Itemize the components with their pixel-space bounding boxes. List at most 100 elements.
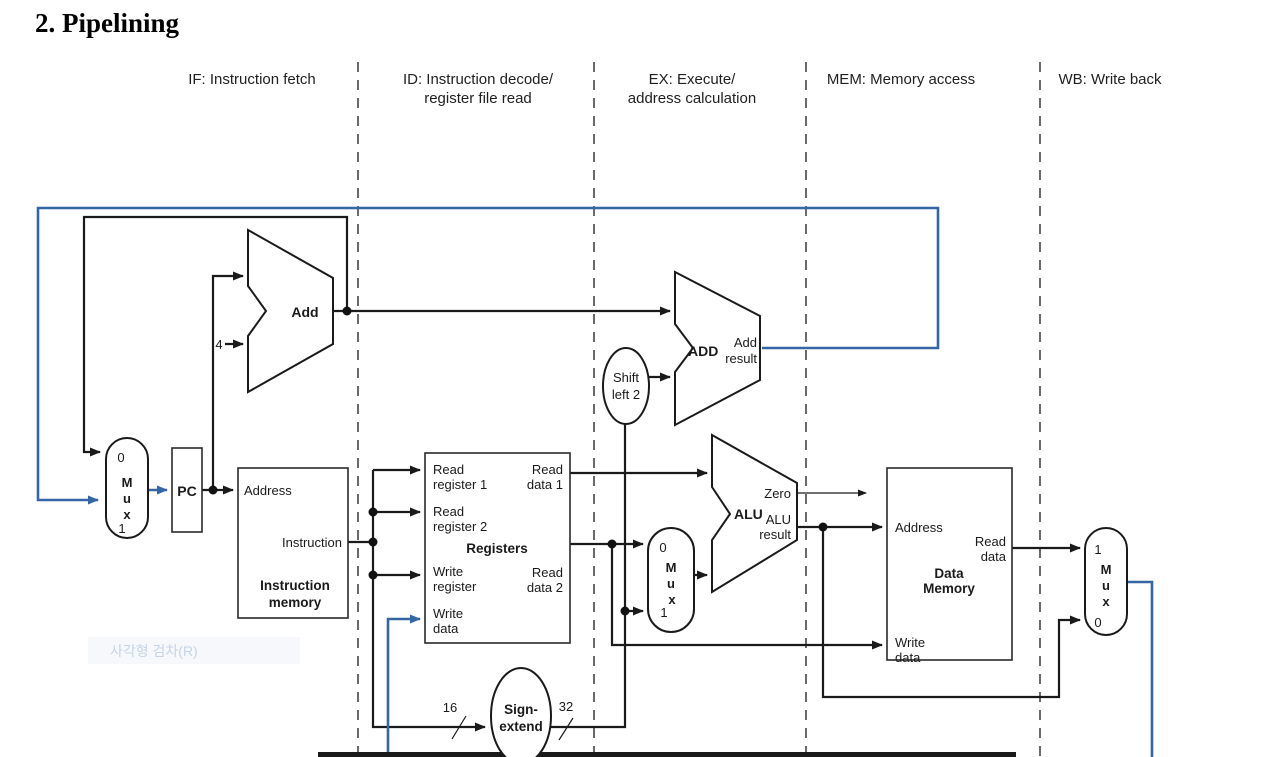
stage-label-mem: MEM: Memory access <box>827 71 975 88</box>
if-adder: Add 4 <box>215 228 334 394</box>
pc-src-mux: 0 M u x 1 <box>105 437 149 539</box>
bottom-edge-bar <box>318 752 1016 757</box>
alu-result-label2: result <box>759 527 791 542</box>
data-memory: Address Read data Data Memory Write data <box>886 467 1013 665</box>
dmem-write-data-line1: Write <box>895 635 925 650</box>
alu-src-mux-letter-u: u <box>667 576 675 591</box>
wire-pc-plus4-feedback <box>82 215 349 457</box>
wb-mux-letter-u: u <box>1102 578 1110 593</box>
dmem-name-line2: Memory <box>923 581 975 596</box>
imem-instruction-label: Instruction <box>282 535 342 550</box>
stage-label-id-line1: ID: Instruction decode/ <box>403 71 554 88</box>
stage-label-ex-line1: EX: Execute/ <box>649 71 737 88</box>
bus-width-16-label: 16 <box>443 700 457 715</box>
sign-extend-shape <box>490 667 552 757</box>
regs-write-data-line2: data <box>433 621 459 636</box>
pc-box <box>171 447 203 533</box>
wb-mux-letter-m: M <box>1101 562 1112 577</box>
junction-signextend-branch <box>620 606 630 616</box>
alu-src-mux-input0-label: 0 <box>659 540 666 555</box>
wb-mux-input1-label: 1 <box>1094 542 1101 557</box>
regs-write-reg-line2: register <box>433 579 477 594</box>
imem-name-line1: Instruction <box>260 578 330 593</box>
wire-alu-result-bypass <box>821 527 1081 699</box>
alu-label: ALU <box>734 506 763 522</box>
regs-write-reg-line1: Write <box>433 564 463 579</box>
wire-instruction-bus <box>371 470 486 732</box>
bus-width-32-slash <box>558 717 574 741</box>
junction-pc-out <box>208 485 218 495</box>
alu-src-mux-input1-label: 1 <box>660 605 667 620</box>
dmem-name-line1: Data <box>934 566 964 581</box>
pc-src-mux-shape <box>105 437 149 539</box>
wire-wbmux-out <box>1127 580 1154 757</box>
regs-read-reg1-line2: register 1 <box>433 477 487 492</box>
ex-adder-out-label2: result <box>725 351 757 366</box>
register-file: Read register 1 Read register 2 Register… <box>424 452 571 644</box>
imem-address-label: Address <box>244 483 292 498</box>
regs-read-reg2-line2: register 2 <box>433 519 487 534</box>
regs-read-data1-line2: data 1 <box>527 477 563 492</box>
alu-src-mux-letter-m: M <box>666 560 677 575</box>
dmem-read-data-line2: data <box>981 549 1007 564</box>
regs-read-reg1-line1: Read <box>433 462 464 477</box>
wire-read-data2-to-dmem-writedata <box>610 544 883 650</box>
junction-instruction-bus-2 <box>368 537 378 547</box>
data-memory-box <box>886 467 1013 661</box>
dmem-read-data-line1: Read <box>975 534 1006 549</box>
stage-label-wb: WB: Write back <box>1058 71 1162 88</box>
wb-mux-letter-x: x <box>1102 594 1110 609</box>
regs-name: Registers <box>466 541 528 556</box>
alu-src-mux-letter-x: x <box>668 592 676 607</box>
stage-label-ex-line2: address calculation <box>628 90 756 107</box>
pc-src-mux-letter-m: M <box>122 475 133 490</box>
junction-alu-result <box>818 522 828 532</box>
if-adder-label: Add <box>291 304 318 320</box>
watermark-highlight <box>88 637 300 664</box>
wb-mux: 1 M u x 0 <box>1084 527 1128 636</box>
if-adder-shape <box>247 228 334 394</box>
shift-label-line1: Shift <box>613 370 639 385</box>
pc-label: PC <box>177 483 196 499</box>
regs-read-reg2-line1: Read <box>433 504 464 519</box>
imem-name-line2: memory <box>269 595 322 610</box>
ex-adder-shape <box>674 270 761 427</box>
registers-box <box>424 452 571 644</box>
pc-src-mux-input1-label: 1 <box>118 521 125 536</box>
alu-zero-label: Zero <box>764 486 791 501</box>
bus-width-16-slash <box>451 715 467 740</box>
alu-result-label1: ALU <box>766 512 791 527</box>
shift-left-2: Shift left 2 <box>602 347 650 425</box>
alu-src-mux-shape <box>647 527 695 633</box>
wire-branch-feedback <box>36 206 940 505</box>
shift-label-line2: left 2 <box>612 387 640 402</box>
sign-extend: Sign- extend 16 32 <box>443 667 574 757</box>
sign-extend-label-line2: extend <box>499 719 543 734</box>
shift-left-2-shape <box>602 347 650 425</box>
sign-extend-label-line1: Sign- <box>504 702 538 717</box>
junction-instruction-bus-1 <box>368 507 378 517</box>
wb-mux-input0-label: 0 <box>1094 615 1101 630</box>
ex-adder-label: ADD <box>688 343 718 359</box>
instruction-memory: Address Instruction Instruction memory <box>237 467 349 619</box>
ex-adder-out-label1: Add <box>734 335 757 350</box>
dmem-write-data-line2: data <box>895 650 921 665</box>
junction-read-data2 <box>607 539 617 549</box>
wire-writeback-to-registers <box>386 614 421 757</box>
pc-src-mux-letter-u: u <box>123 491 131 506</box>
alu-src-mux: 0 M u x 1 <box>647 527 695 633</box>
junction-instruction-bus-3 <box>368 570 378 580</box>
wire-pc-to-if-adder <box>211 271 244 490</box>
wb-mux-shape <box>1084 527 1128 636</box>
stage-label-id-line2: register file read <box>424 90 532 107</box>
stage-label-if: IF: Instruction fetch <box>188 71 316 88</box>
page-title: 2. Pipelining <box>35 8 180 38</box>
pc-src-mux-input0-label: 0 <box>117 450 124 465</box>
regs-read-data2-line2: data 2 <box>527 580 563 595</box>
alu: ALU Zero ALU result <box>711 433 798 594</box>
instruction-memory-box <box>237 467 349 619</box>
watermark-text: 사각형 검차(R) <box>110 643 198 659</box>
regs-write-data-line1: Write <box>433 606 463 621</box>
